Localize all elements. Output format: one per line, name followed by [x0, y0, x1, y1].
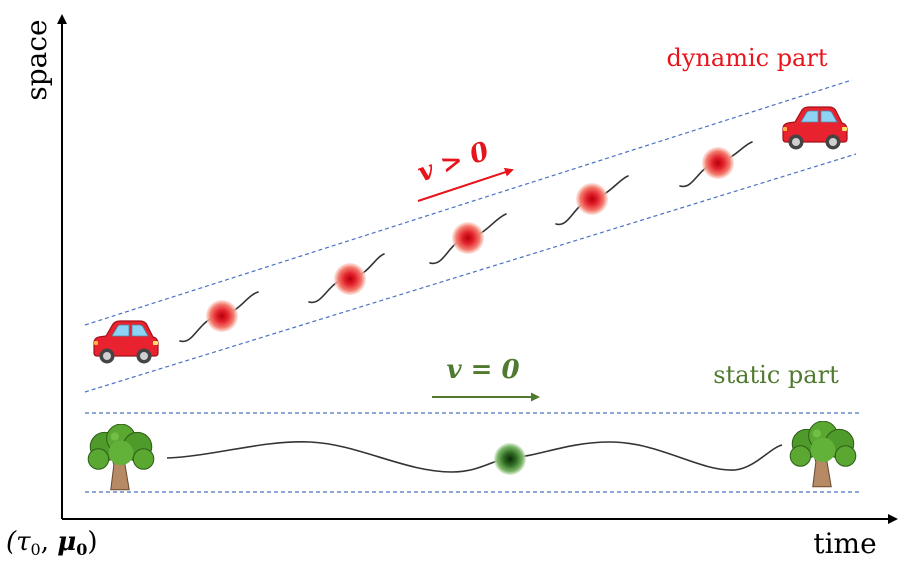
tree-icon	[789, 421, 857, 488]
dynamic-particle	[576, 183, 608, 215]
static-particle	[494, 443, 526, 475]
dynamic-particle	[206, 300, 238, 332]
origin-label: (τ0, μ0)	[6, 527, 98, 559]
car-icon	[93, 320, 159, 365]
dynamic-velocity-arrow	[417, 167, 514, 202]
static-wave	[166, 441, 783, 473]
static-part-label: static part	[713, 361, 839, 389]
dynamic-band-lower-line	[84, 153, 857, 393]
dynamic-particle	[452, 222, 484, 254]
static-velocity-label: v = 0	[446, 355, 519, 385]
y-axis-label: space	[20, 19, 53, 100]
tree-icon	[87, 424, 155, 491]
car-icon	[782, 106, 848, 151]
dynamic-part-label: dynamic part	[667, 44, 828, 72]
x-axis-label: time	[813, 527, 876, 560]
dynamic-particle	[334, 263, 366, 295]
dynamic-particle	[702, 147, 734, 179]
dynamic-band-upper-line	[84, 79, 853, 326]
